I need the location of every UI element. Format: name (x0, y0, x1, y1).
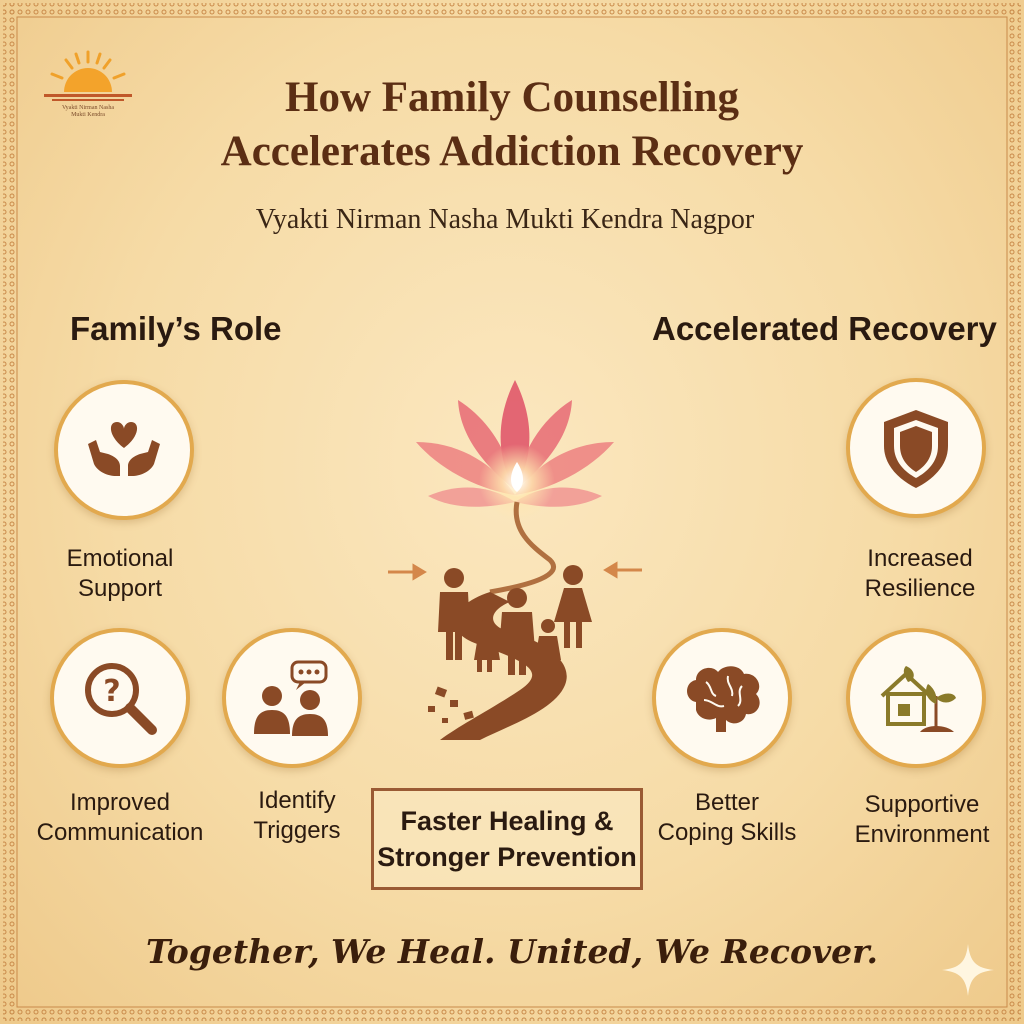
heart-hands-icon (88, 422, 160, 476)
lotus-family-path-illustration (388, 380, 642, 740)
section-heading-family-role: Family’s Role (70, 310, 282, 347)
house-plant-icon (880, 666, 956, 732)
svg-text:?: ? (103, 674, 120, 709)
identify-triggers-badge (222, 628, 362, 768)
logo: Vyakti Nirman Nasha Mukti Kendra (38, 48, 138, 128)
question-magnifier-icon: ? (85, 663, 157, 735)
tagline: Together, We Heal. United, We Recover. (146, 932, 878, 971)
label-increased-resilience: Increased Resilience (864, 545, 976, 602)
increased-resilience-badge (846, 378, 986, 518)
family-icon (438, 565, 592, 675)
callout-faster-healing: Faster Healing & Stronger Prevention (371, 788, 643, 890)
section-heading-accelerated-recovery: Accelerated Recovery (652, 310, 997, 347)
sunrise-icon (44, 50, 132, 101)
emotional-support-badge (54, 380, 194, 520)
improved-communication-badge: ? (50, 628, 190, 768)
lotus-icon (416, 380, 614, 520)
page-title-line1: How Family Counselling (285, 74, 739, 121)
brain-icon (687, 666, 760, 732)
supportive-environment-badge (846, 628, 986, 768)
label-supportive-environment: Supportive Environment (854, 791, 990, 848)
label-identify-triggers: Identify Triggers (253, 787, 341, 844)
logo-text-line1: Vyakti Nirman Nasha (62, 105, 114, 111)
people-speech-icon (254, 660, 328, 736)
label-improved-communication: Improved Communication (36, 789, 204, 846)
page-title-line2: Accelerates Addiction Recovery (220, 128, 804, 175)
label-better-coping-skills: Better Coping Skills (657, 789, 797, 846)
label-emotional-support: Emotional Support (66, 545, 174, 602)
logo-text-line2: Mukti Kendra (71, 112, 105, 118)
page-subtitle: Vyakti Nirman Nasha Mukti Kendra Nagpor (255, 204, 755, 235)
better-coping-skills-badge (652, 628, 792, 768)
sparkle-icon (942, 944, 994, 996)
shield-icon (884, 410, 948, 488)
